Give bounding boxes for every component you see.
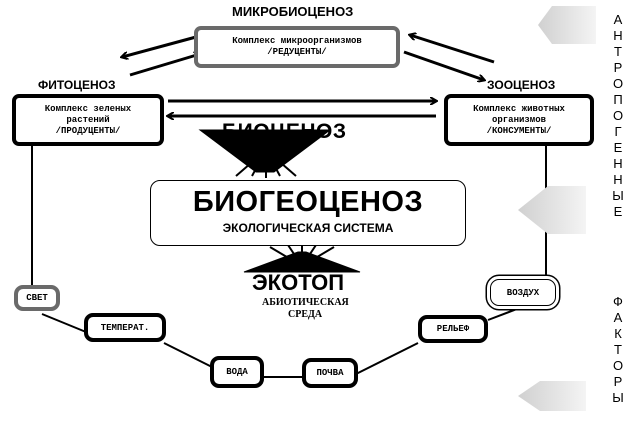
- side-letter: Т: [614, 44, 622, 59]
- factor-air: ВОЗДУХ: [490, 279, 556, 306]
- side-letter: Н: [613, 28, 623, 43]
- side-letter: Т: [614, 342, 622, 357]
- factor-soil-label: ПОЧВА: [316, 368, 344, 378]
- phytocenosis-title: ФИТОЦЕНОЗ: [38, 78, 116, 92]
- factor-light-label: СВЕТ: [26, 293, 48, 303]
- side-letter: Н: [613, 172, 623, 187]
- factor-water-label: ВОДА: [226, 367, 248, 377]
- side-letter: Ф: [613, 294, 623, 309]
- ecotope-line1: АБИОТИЧЕСКАЯ: [262, 297, 349, 308]
- side-letter: Г: [614, 124, 622, 139]
- grey-arrow-top: [538, 6, 596, 44]
- side-letter: Ы: [612, 390, 624, 405]
- biocenosis-cone: [198, 129, 332, 178]
- side-letter: О: [612, 358, 624, 373]
- side-letter: А: [613, 310, 623, 325]
- biocenosis-label: БИОЦЕНОЗ: [222, 120, 347, 143]
- ecotope-line2: СРЕДА: [288, 309, 323, 320]
- side-letter: О: [612, 108, 624, 123]
- phytocenosis-desc-1: Комплекс зеленых: [44, 103, 132, 114]
- microbiocenosis-title: МИКРОБИОЦЕНОЗ: [232, 4, 354, 19]
- factor-water: ВОДА: [210, 356, 264, 388]
- zoocenosis-desc-2: организмов: [491, 114, 546, 125]
- zoocenosis-desc-1: Комплекс животных: [473, 103, 565, 114]
- side-letter: Е: [613, 140, 623, 155]
- side-letter: Н: [613, 156, 623, 171]
- zoocenosis-box: Комплекс животных организмов /КОНСУМЕНТЫ…: [444, 94, 594, 146]
- microbiocenosis-box: Комплекс микроорганизмов /РЕДУЦЕНТЫ/: [194, 26, 400, 68]
- microbiocenosis-desc: Комплекс микроорганизмов: [232, 36, 362, 46]
- grey-arrow-middle: [518, 186, 586, 234]
- factor-temperature-label: ТЕМПЕРАТ.: [100, 322, 150, 333]
- arrow-micro-to-phyto: [122, 35, 197, 57]
- factor-relief-label: РЕЛЬЕФ: [436, 324, 470, 334]
- side-letter: П: [613, 92, 623, 107]
- side-letter: Р: [613, 60, 623, 75]
- side-letter: О: [612, 76, 624, 91]
- zoocenosis-title: ЗООЦЕНОЗ: [487, 78, 556, 92]
- side-letter: К: [614, 326, 622, 341]
- factor-relief: РЕЛЬЕФ: [418, 315, 488, 343]
- side-letter: А: [613, 12, 623, 27]
- ecotope-cone: [243, 244, 361, 273]
- side-letter: Ы: [612, 188, 624, 203]
- microbiocenosis-role: /РЕДУЦЕНТЫ/: [267, 47, 327, 57]
- biogeocenosis-subtitle: ЭКОЛОГИЧЕСКАЯ СИСТЕМА: [222, 221, 394, 235]
- grey-arrow-bottom: [518, 381, 586, 411]
- phytocenosis-desc-2: растений: [66, 114, 110, 125]
- side-letter: Е: [613, 204, 623, 219]
- factor-soil: ПОЧВА: [302, 358, 358, 388]
- arrow-zoo-to-micro: [410, 35, 495, 64]
- arrow-phyto-to-micro: [129, 54, 200, 77]
- phytocenosis-box: Комплекс зеленых растений /ПРОДУЦЕНТЫ/: [12, 94, 164, 146]
- factor-air-label: ВОЗДУХ: [506, 287, 540, 298]
- factor-temperature: ТЕМПЕРАТ.: [84, 313, 166, 342]
- anthropogenic-arrows: [518, 6, 596, 411]
- ecotope-title: ЭКОТОП: [252, 270, 345, 295]
- biogeocenosis-box: БИОГЕОЦЕНОЗ ЭКОЛОГИЧЕСКАЯ СИСТЕМА: [150, 180, 466, 246]
- arrow-micro-to-zoo: [403, 50, 484, 80]
- side-letter: Р: [613, 374, 623, 389]
- zoocenosis-role: /КОНСУМЕНТЫ/: [486, 125, 552, 136]
- phytocenosis-role: /ПРОДУЦЕНТЫ/: [55, 125, 121, 136]
- biogeocenosis-title: БИОГЕОЦЕНОЗ: [192, 186, 424, 218]
- factor-light: СВЕТ: [14, 285, 60, 311]
